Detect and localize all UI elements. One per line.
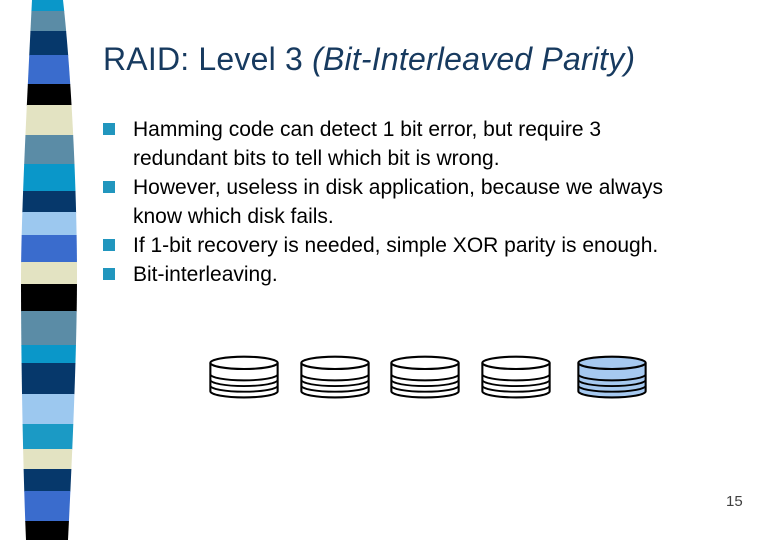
disk-1-icon <box>208 355 280 401</box>
title-emphasis: (Bit-Interleaved Parity) <box>312 41 636 77</box>
ribbon-band <box>21 11 77 32</box>
disk-3-icon <box>389 355 461 401</box>
bullet-item: Hamming code can detect 1 bit error, but… <box>103 115 748 173</box>
bullet-text: However, useless in disk application, be… <box>133 176 663 228</box>
page-number: 15 <box>726 493 743 510</box>
bullet-text: If 1-bit recovery is needed, simple XOR … <box>133 234 659 257</box>
ribbon-band <box>21 449 77 470</box>
ribbon-band <box>21 345 77 364</box>
ribbon-band <box>21 491 77 522</box>
ribbon-band <box>21 84 77 106</box>
ribbon-band <box>21 262 77 285</box>
ribbon-band <box>21 235 77 263</box>
parity-disk-icon <box>576 355 648 401</box>
page-title: RAID: Level 3 (Bit-Interleaved Parity) <box>103 40 635 78</box>
square-bullet-icon <box>103 123 115 135</box>
title-main: RAID: Level 3 <box>103 41 313 77</box>
ribbon-band <box>21 394 77 425</box>
square-bullet-icon <box>103 181 115 193</box>
ribbon-band <box>21 0 77 12</box>
disk-array-diagram <box>208 355 648 401</box>
ribbon-band <box>21 424 77 450</box>
ribbon-band <box>21 212 77 236</box>
disk-4-icon <box>480 355 552 401</box>
bullet-text: Bit-interleaving. <box>133 263 278 286</box>
ribbon-band <box>21 311 77 346</box>
ribbon-band <box>21 363 77 395</box>
decorative-ribbon <box>21 0 77 540</box>
square-bullet-icon <box>103 268 115 280</box>
ribbon-band <box>21 521 77 540</box>
ribbon-band <box>21 55 77 85</box>
ribbon-band <box>21 191 77 213</box>
disk-2-icon <box>299 355 371 401</box>
ribbon-band <box>21 135 77 165</box>
square-bullet-icon <box>103 239 115 251</box>
bullet-item: However, useless in disk application, be… <box>103 173 748 231</box>
bullet-text: Hamming code can detect 1 bit error, but… <box>133 118 602 170</box>
ribbon-band <box>21 469 77 492</box>
bullet-item: If 1-bit recovery is needed, simple XOR … <box>103 231 748 260</box>
ribbon-band <box>21 284 77 312</box>
ribbon-band <box>21 31 77 56</box>
ribbon-band <box>21 164 77 192</box>
ribbon-band <box>21 105 77 136</box>
bullet-list: Hamming code can detect 1 bit error, but… <box>103 115 748 289</box>
bullet-item: Bit-interleaving. <box>103 260 748 289</box>
